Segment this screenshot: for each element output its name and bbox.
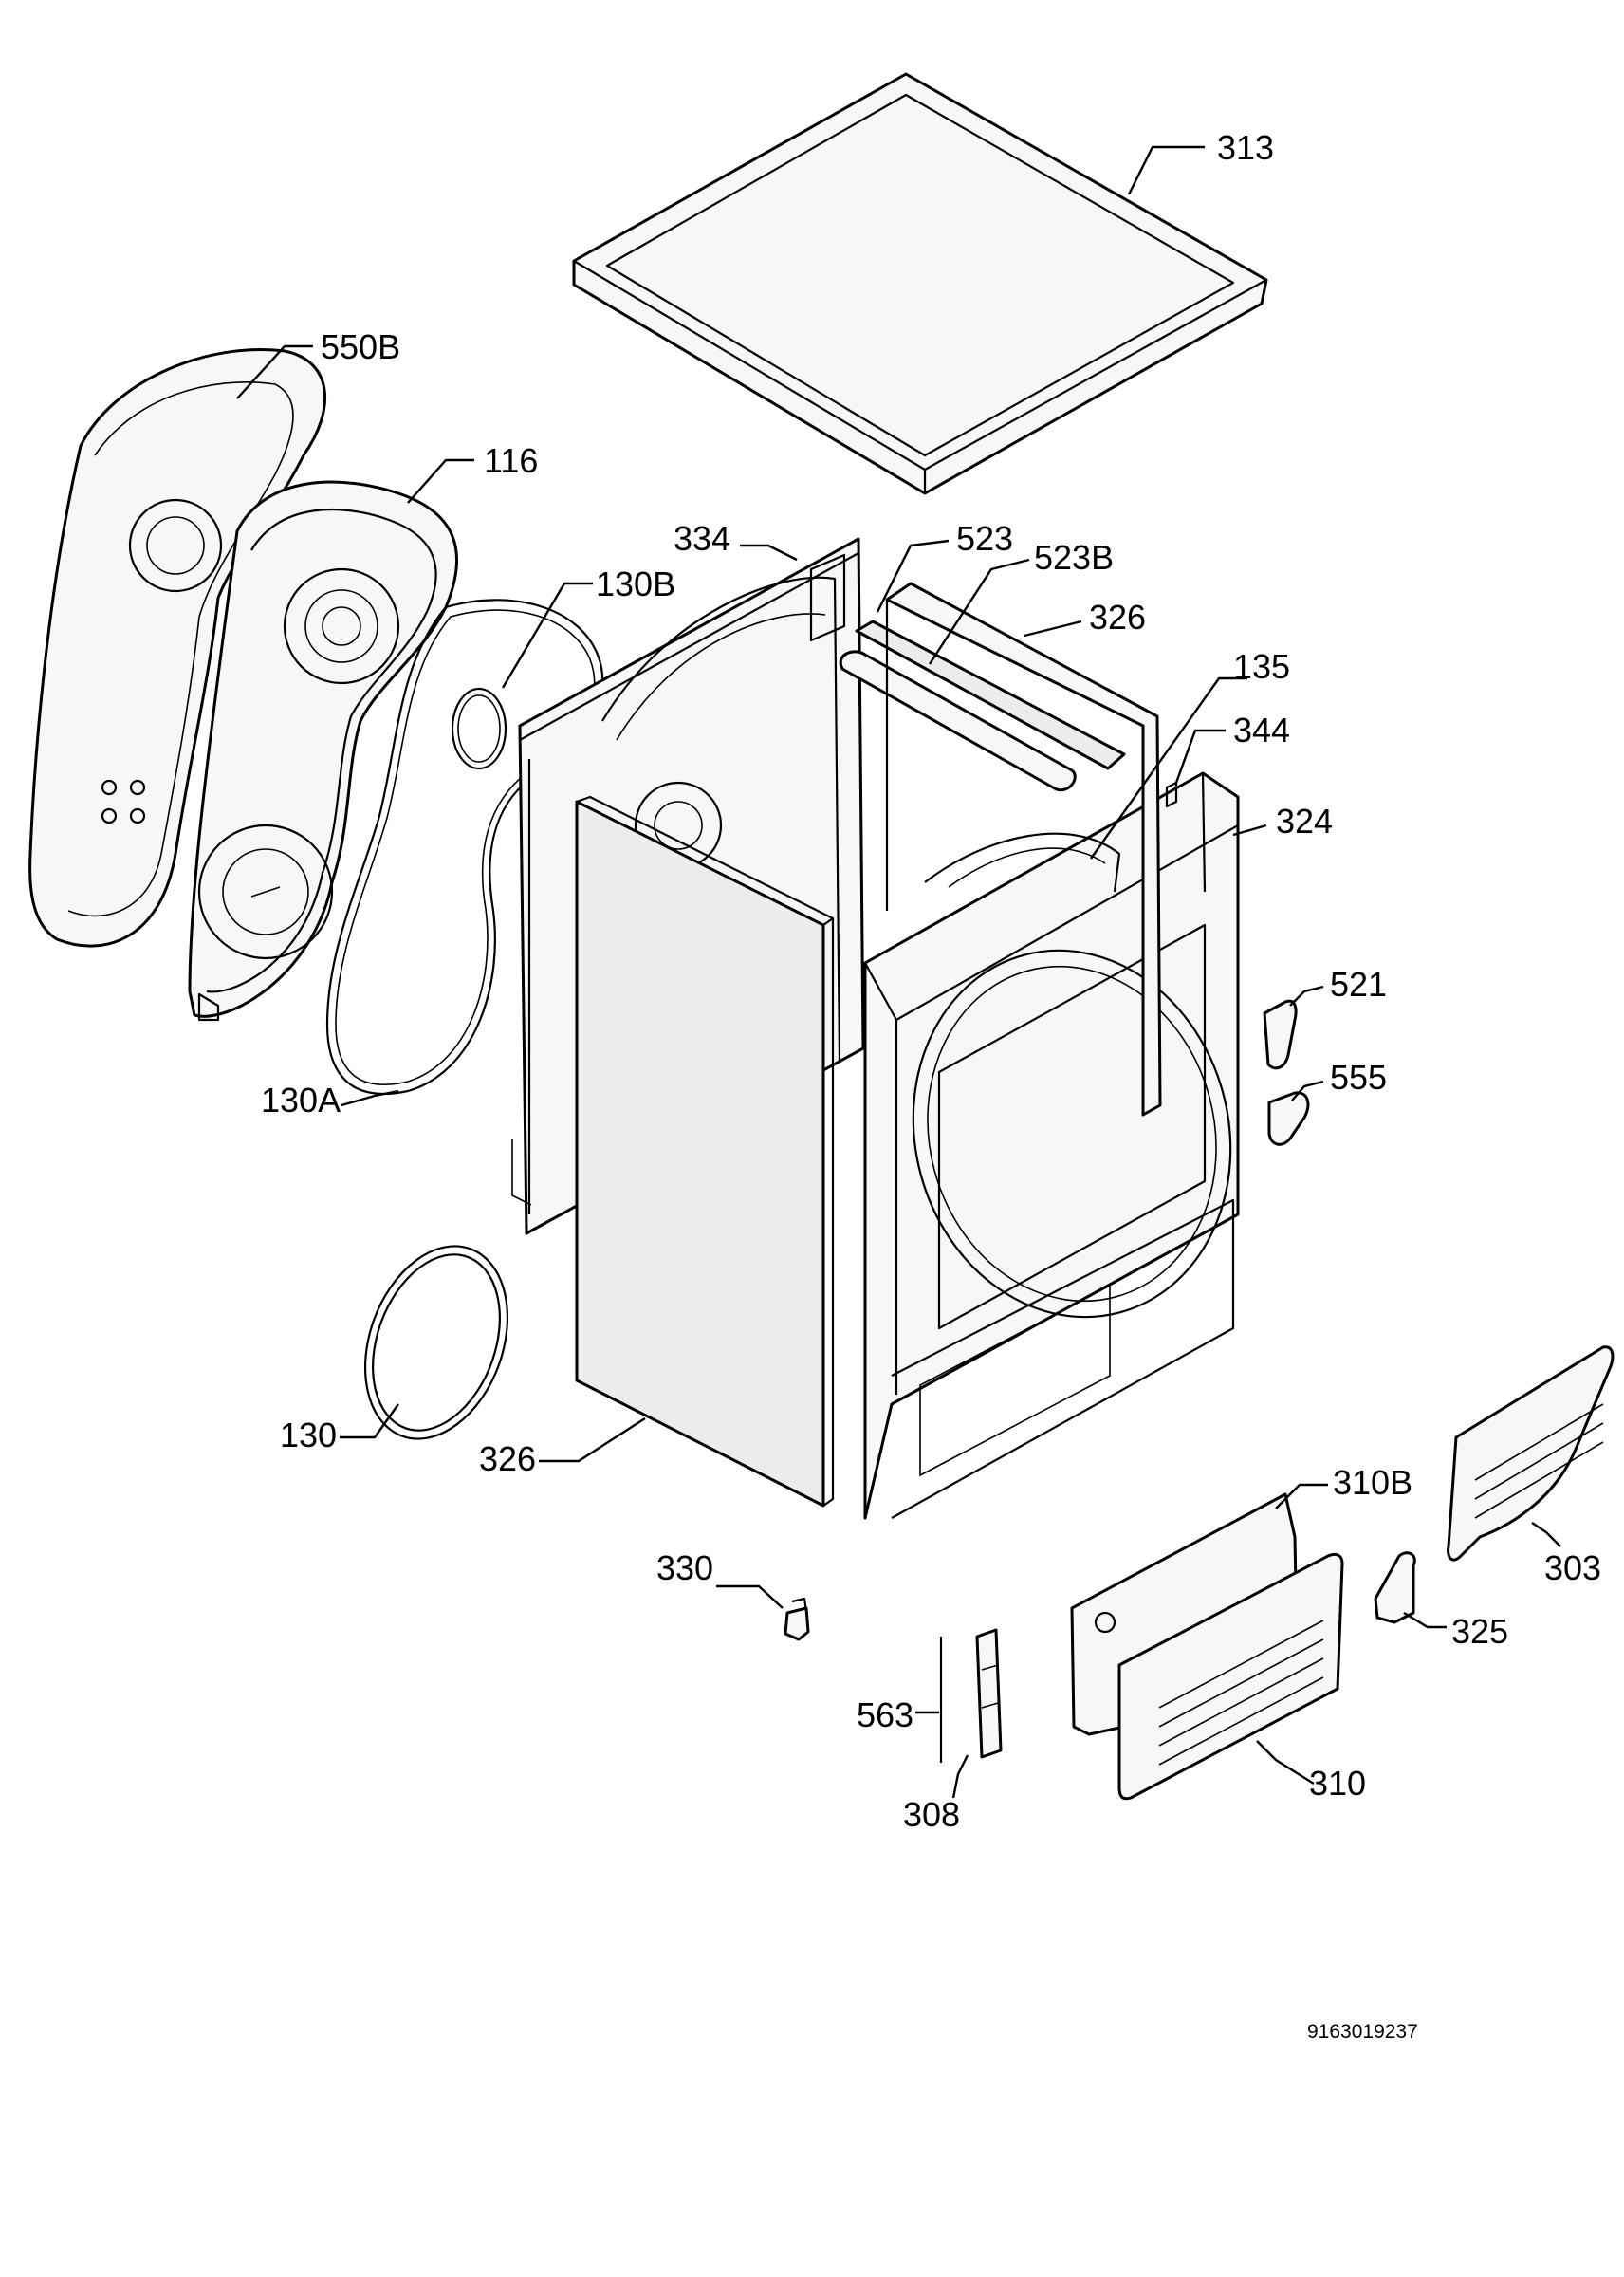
part-550b-rear-cover — [28, 348, 326, 948]
leader-308 — [951, 1754, 969, 1799]
leader-310b — [1275, 1483, 1328, 1509]
part-130-belt — [363, 1245, 509, 1440]
leader-326-top — [1024, 620, 1082, 638]
callout-521: 521 — [1330, 965, 1387, 1004]
part-523-rail — [855, 620, 1126, 770]
callout-324: 324 — [1276, 802, 1333, 841]
callout-555: 555 — [1330, 1058, 1387, 1097]
part-135-drum — [924, 832, 1121, 893]
callout-308: 308 — [903, 1795, 960, 1834]
callout-334: 334 — [674, 519, 730, 558]
part-310-drawer-front — [1117, 1552, 1344, 1801]
part-308-bracket — [975, 1628, 1003, 1759]
callout-563: 563 — [857, 1695, 914, 1734]
part-130a-seal — [325, 599, 604, 1095]
leader-116 — [407, 458, 474, 504]
callout-labels: 313 550B 116 130B 334 523 523B 326 135 3… — [261, 128, 1601, 1834]
leader-330 — [716, 1584, 784, 1609]
part-326-top-panel — [885, 582, 1162, 1117]
callout-130a: 130A — [261, 1081, 341, 1120]
leader-523b — [928, 558, 1030, 665]
leader-521 — [1289, 985, 1324, 1007]
part-324-front-frame — [863, 771, 1240, 1520]
callout-130: 130 — [280, 1416, 337, 1454]
callout-326-side: 326 — [479, 1439, 536, 1478]
leader-130 — [340, 1403, 399, 1439]
part-326-side-panel — [575, 795, 835, 1508]
leader-550b — [236, 344, 313, 399]
part-555-cap — [1267, 1091, 1310, 1146]
callout-326-top: 326 — [1089, 598, 1146, 637]
part-344-clip — [1165, 781, 1178, 808]
part-325-hinge — [1374, 1551, 1416, 1624]
leader-334 — [740, 544, 798, 562]
callout-310b: 310B — [1333, 1463, 1412, 1502]
part-523b-rail — [839, 650, 1077, 792]
callout-550b: 550B — [321, 327, 400, 366]
callout-325: 325 — [1451, 1612, 1508, 1651]
leader-310 — [1256, 1740, 1315, 1786]
leader-326-side — [539, 1416, 646, 1463]
leader-555 — [1291, 1080, 1324, 1101]
leader-303 — [1531, 1522, 1561, 1547]
document-number: 9163019237 — [1307, 2021, 1418, 2043]
part-313-top-cover — [572, 72, 1268, 495]
callout-130b: 130B — [596, 565, 675, 603]
callout-313: 313 — [1217, 128, 1274, 167]
leader-325 — [1403, 1611, 1447, 1629]
part-521-cap — [1263, 999, 1298, 1070]
leader-130b — [501, 582, 593, 689]
leader-523 — [876, 539, 950, 613]
callout-135: 135 — [1233, 647, 1290, 686]
callout-523: 523 — [956, 519, 1013, 558]
leader-324 — [1232, 824, 1267, 837]
part-330-foot — [784, 1597, 810, 1641]
callout-344: 344 — [1233, 711, 1290, 750]
leader-344 — [1174, 729, 1226, 784]
callout-303: 303 — [1544, 1548, 1601, 1587]
leader-lines — [236, 145, 1561, 1799]
callout-523b: 523B — [1034, 538, 1114, 577]
callout-116: 116 — [484, 441, 538, 480]
callout-310: 310 — [1309, 1764, 1366, 1803]
part-116-rear-panel — [188, 480, 459, 1022]
part-303-drawer-side — [1447, 1345, 1615, 1562]
leader-135 — [1090, 676, 1247, 860]
part-130b-gasket — [451, 687, 508, 770]
leader-130a — [341, 1089, 399, 1107]
leader-313 — [1127, 145, 1205, 195]
callout-330: 330 — [656, 1548, 713, 1587]
